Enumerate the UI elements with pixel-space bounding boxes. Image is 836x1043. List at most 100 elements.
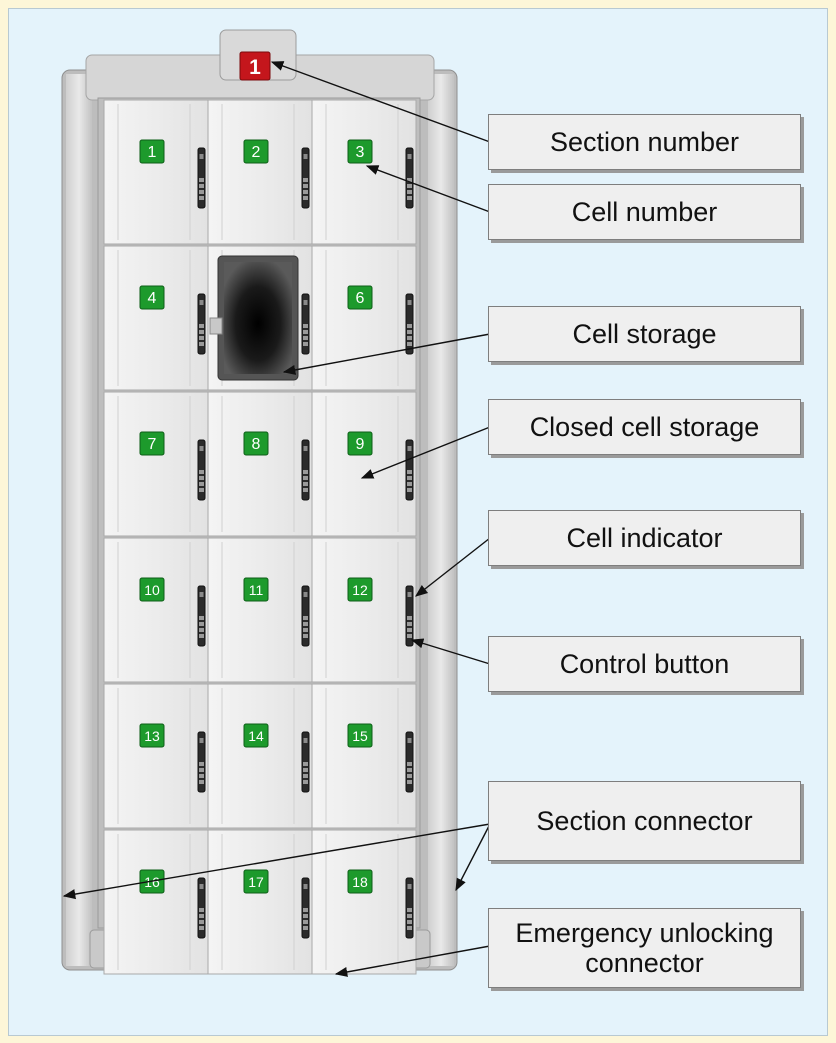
control-button[interactable] <box>303 616 308 620</box>
control-button[interactable] <box>199 634 204 638</box>
locker-cell-2: 2 <box>207 99 313 245</box>
control-button[interactable] <box>199 342 204 346</box>
control-button[interactable] <box>199 178 204 182</box>
section-connector-arrow-right <box>455 823 491 892</box>
control-button[interactable] <box>407 926 412 930</box>
cell-number-text: 16 <box>144 874 160 890</box>
control-button[interactable] <box>407 780 412 784</box>
control-button[interactable] <box>407 184 412 188</box>
cell-indicator-light <box>199 884 204 889</box>
cell-number-text: 13 <box>144 728 160 744</box>
control-button[interactable] <box>303 196 308 200</box>
control-button[interactable] <box>407 178 412 182</box>
control-button[interactable] <box>199 628 204 632</box>
control-button[interactable] <box>407 762 412 766</box>
control-button[interactable] <box>407 920 412 924</box>
cell-storage-arrow <box>282 333 491 375</box>
control-button[interactable] <box>199 476 204 480</box>
control-button[interactable] <box>303 926 308 930</box>
control-button[interactable] <box>407 476 412 480</box>
cell-number-text: 1 <box>148 144 157 161</box>
cell-number-text: 8 <box>252 436 261 453</box>
control-button-arrow <box>410 638 491 665</box>
control-button[interactable] <box>199 914 204 918</box>
control-button[interactable] <box>303 178 308 182</box>
cell-indicator-light <box>199 592 204 597</box>
locker-cell-18: 18 <box>311 829 417 975</box>
control-button[interactable] <box>303 634 308 638</box>
cell-door <box>103 537 209 683</box>
control-button[interactable] <box>407 914 412 918</box>
control-button[interactable] <box>303 336 308 340</box>
control-button[interactable] <box>303 342 308 346</box>
control-button[interactable] <box>199 190 204 194</box>
control-button[interactable] <box>407 330 412 334</box>
control-button[interactable] <box>303 762 308 766</box>
control-button[interactable] <box>303 622 308 626</box>
control-button[interactable] <box>407 190 412 194</box>
control-button[interactable] <box>407 634 412 638</box>
control-button[interactable] <box>199 762 204 766</box>
control-button[interactable] <box>303 324 308 328</box>
label-cell-indicator: Cell indicator <box>488 510 801 566</box>
control-button[interactable] <box>303 908 308 912</box>
control-button[interactable] <box>199 488 204 492</box>
control-button[interactable] <box>303 920 308 924</box>
cell-number-text: 6 <box>356 290 365 307</box>
cell-indicator-arrow <box>415 537 491 597</box>
control-button[interactable] <box>407 488 412 492</box>
locker-cell-1: 1 <box>103 99 209 245</box>
control-button[interactable] <box>199 926 204 930</box>
cell-indicator-light <box>407 592 412 597</box>
control-button[interactable] <box>303 768 308 772</box>
control-button[interactable] <box>199 324 204 328</box>
locker-cell-8: 8 <box>207 391 313 537</box>
control-button[interactable] <box>199 780 204 784</box>
control-button[interactable] <box>199 616 204 620</box>
control-button[interactable] <box>303 470 308 474</box>
control-button[interactable] <box>199 330 204 334</box>
control-button[interactable] <box>199 908 204 912</box>
cell-number-text: 14 <box>248 728 264 744</box>
locker-cell-15: 15 <box>311 683 417 829</box>
locker-cell-7: 7 <box>103 391 209 537</box>
control-button[interactable] <box>199 470 204 474</box>
control-button[interactable] <box>303 190 308 194</box>
control-button[interactable] <box>407 774 412 778</box>
control-button[interactable] <box>303 330 308 334</box>
control-button[interactable] <box>407 616 412 620</box>
locker-cell-4: 4 <box>103 245 209 391</box>
control-button[interactable] <box>199 184 204 188</box>
control-button[interactable] <box>199 622 204 626</box>
control-button[interactable] <box>199 774 204 778</box>
control-button[interactable] <box>407 908 412 912</box>
control-button[interactable] <box>407 196 412 200</box>
control-button[interactable] <box>199 336 204 340</box>
control-button[interactable] <box>407 628 412 632</box>
cell-door <box>103 391 209 537</box>
control-button[interactable] <box>407 336 412 340</box>
cell-door <box>103 99 209 245</box>
control-button[interactable] <box>303 488 308 492</box>
control-button[interactable] <box>407 768 412 772</box>
control-button[interactable] <box>199 196 204 200</box>
control-button[interactable] <box>407 324 412 328</box>
control-button[interactable] <box>407 482 412 486</box>
control-button[interactable] <box>303 184 308 188</box>
control-button[interactable] <box>303 476 308 480</box>
control-button[interactable] <box>199 482 204 486</box>
control-button[interactable] <box>303 628 308 632</box>
control-button[interactable] <box>303 774 308 778</box>
control-button[interactable] <box>303 914 308 918</box>
locker-cell-13: 13 <box>103 683 209 829</box>
cell-number-badge <box>347 431 373 456</box>
cell-number-text: 15 <box>352 728 368 744</box>
control-button[interactable] <box>407 622 412 626</box>
control-button[interactable] <box>303 482 308 486</box>
control-button[interactable] <box>407 470 412 474</box>
control-button[interactable] <box>199 768 204 772</box>
control-button[interactable] <box>199 920 204 924</box>
control-button[interactable] <box>303 780 308 784</box>
cell-number-badge <box>139 139 165 164</box>
control-button[interactable] <box>407 342 412 346</box>
